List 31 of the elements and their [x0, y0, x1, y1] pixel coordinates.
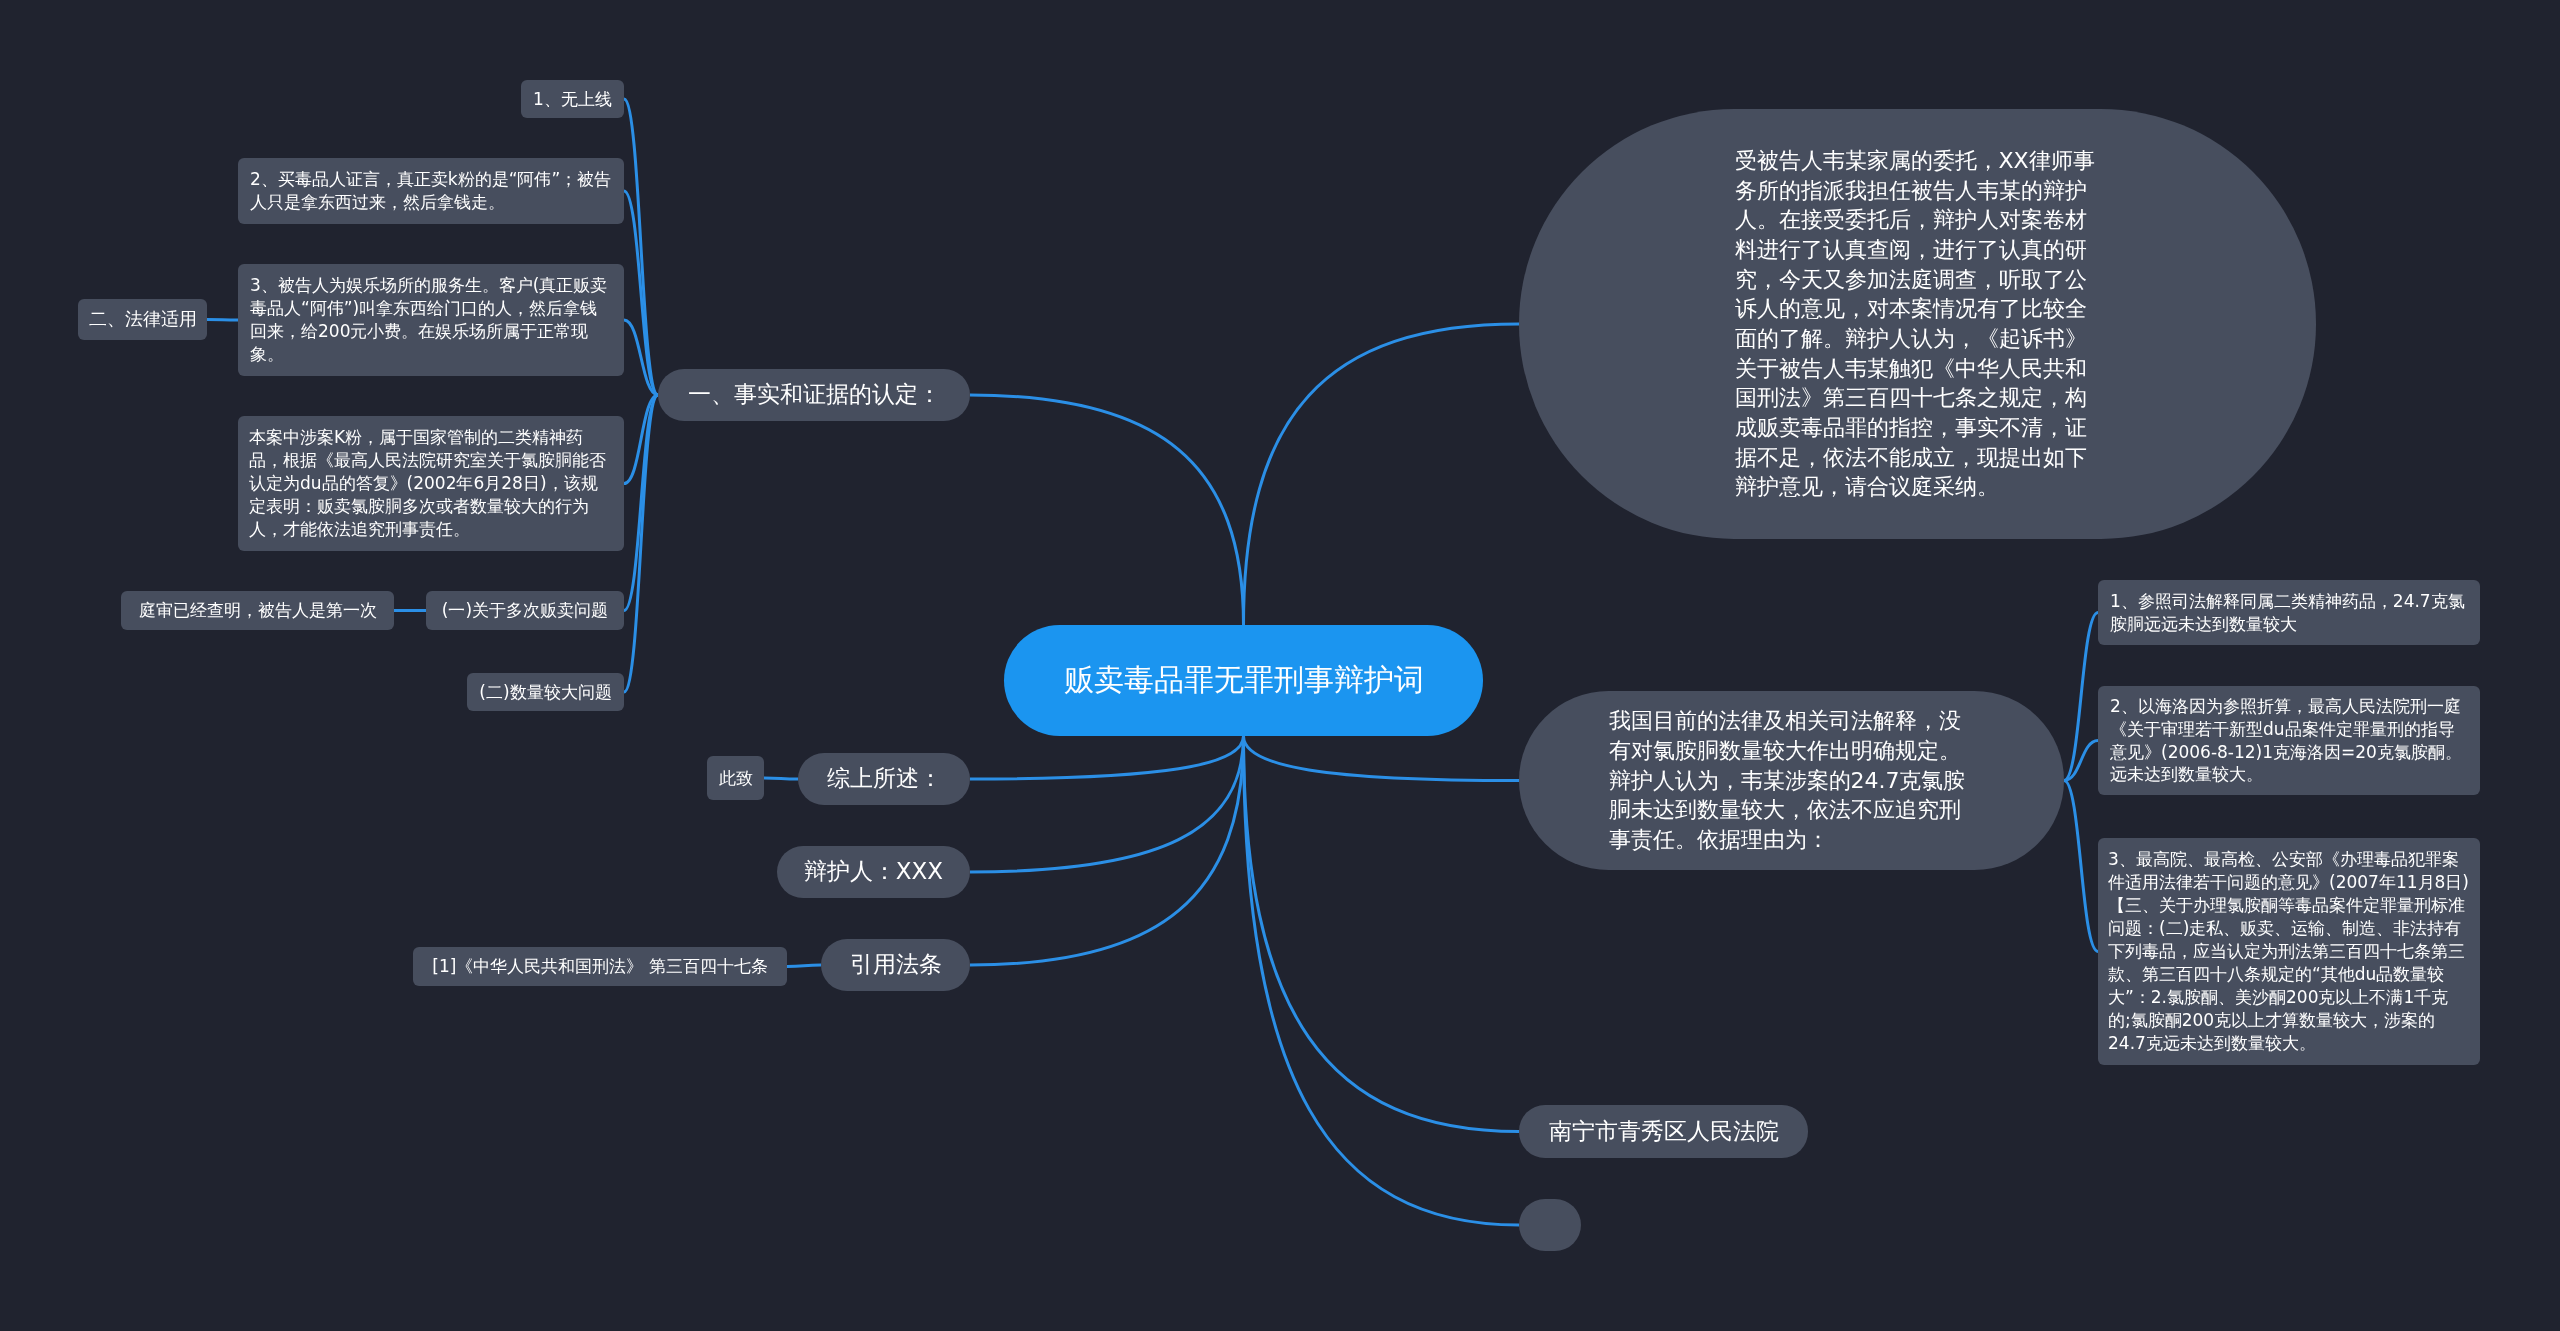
topic-box: 庭审已经查明，被告人是第一次	[121, 591, 394, 630]
topic-box: 2、以海洛因为参照折算，最高人民法院刑一庭《关于审理若干新型du品案件定罪量刑的指导意见》(2006-8-12)1克海洛因=20克氯胺酮。远未达到数量较大。	[2098, 686, 2480, 795]
connector-line	[2063, 779, 2099, 953]
topic-box: 我国目前的法律及相关司法解释，没有对氯胺胴数量较大作出明确规定。辩护人认为，韦某涉案的24.7克氯胺胴未达到数量较大，依法不应追究刑事责任。依据理由为：	[1519, 691, 2064, 870]
topic-box: 南宁市青秀区人民法院	[1519, 1105, 1808, 1158]
connector-line	[764, 776, 798, 781]
topic-box: 一、事实和证据的认定：	[658, 369, 970, 421]
topic-box: 1、无上线	[521, 80, 624, 118]
topic-box: 3、被告人为娱乐场所的服务生。客户(真正贩卖毒品人“阿伟”)叫拿东西给门口的人，然后拿钱回来，给200元小费。在娱乐场所属于正常现象。	[238, 264, 624, 376]
topic-box: [1]《中华人民共和国刑法》 第三百四十七条	[413, 947, 787, 986]
topic-box: 本案中涉案K粉，属于国家管制的二类精神药品，根据《最高人民法院研究室关于氯胺胴能否认定为du品的答复》(2002年6月28日)，该规定表明：贩卖氯胺胴多次或者数量较大的行为人，才能依法追究刑事责任。	[238, 416, 624, 551]
connector-line	[1242, 322, 1520, 626]
topic-box: 综上所述：	[798, 753, 970, 805]
central-topic: 贩卖毒品罪无罪刑事辩护词	[1004, 625, 1483, 736]
topic-box: 2、买毒品人证言，真正卖k粉的是“阿伟”；被告人只是拿东西过来，然后拿钱走。	[238, 158, 624, 224]
connector-line	[787, 963, 821, 968]
empty-topic-box	[1519, 1199, 1581, 1251]
topic-box: 此致	[707, 756, 764, 800]
topic-box: 二、法律适用	[78, 299, 207, 340]
topic-box: (一)关于多次贩卖问题	[426, 591, 624, 630]
topic-box: 辩护人：XXX	[777, 846, 970, 898]
topic-box: 受被告人韦某家属的委托，XX律师事务所的指派我担任被告人韦某的辩护人。在接受委托后，辩护人对案卷材料进行了认真查阅，进行了认真的研究，今天又参加法庭调查，听取了公诉人的意见，对本案情况有了比较全面的了解。辩护人认为，《起诉书》关于被告人韦某触犯《中华人民共和国刑法》第三百四十七条之规定，构成贩卖毒品罪的指控，事实不清，证据不足，依法不能成立，现提出如下辩护意见，请合议庭采纳。	[1519, 109, 2316, 539]
topic-box: 3、最高院、最高检、公安部《办理毒品犯罪案件适用法律若干问题的意见》(2007年11月8日)【三、关于办理氯胺酮等毒品案件定罪量刑标准问题：(二)走私、贩卖、运输、制造、非法持有下列毒品，应当认定为刑法第三百四十七条第三款、第三百四十八条规定的“其他du品数量较大”：2.氯胺酮、美沙酮200克以上不满1千克的;氯胺酮200克以上才算数量较大，涉案的24.7克远未达到数量较大。	[2098, 838, 2480, 1065]
connector-line	[394, 609, 426, 612]
connector-line	[2063, 739, 2099, 782]
topic-box: (二)数量较大问题	[467, 673, 624, 711]
connector-line	[2063, 611, 2099, 782]
connector-line	[207, 318, 238, 322]
topic-box: 1、参照司法解释同属二类精神药品，24.7克氯胺胴远远未达到数量较大	[2098, 580, 2480, 645]
topic-box: 引用法条	[821, 939, 970, 991]
connector-line	[622, 394, 660, 693]
